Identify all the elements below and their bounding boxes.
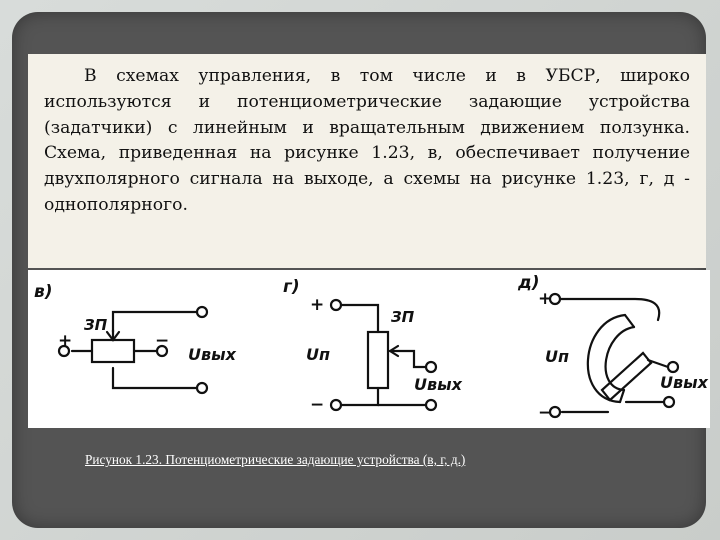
label-d-out: Uвых — [660, 373, 709, 392]
diagram-v — [57, 305, 209, 395]
label-g-tag: г) — [283, 277, 300, 297]
label-g-supply: Uп — [306, 345, 330, 364]
label-g-plus: + — [310, 295, 324, 315]
label-d-plus: + — [538, 289, 552, 309]
diagram-g — [329, 298, 438, 412]
diagram-d — [548, 292, 680, 419]
label-v-plus: + — [58, 331, 72, 351]
text-block: В схемах управления, в том числе и в УБС… — [28, 54, 706, 268]
label-g-minus: − — [310, 395, 324, 415]
label-v-tag: в) — [34, 282, 53, 302]
figure-caption: Рисунок 1.23. Потенциометрические задающ… — [85, 452, 466, 467]
label-g-out: Uвых — [414, 375, 463, 394]
label-v-minus: − — [155, 331, 169, 351]
label-d-tag: д) — [517, 273, 540, 293]
figure-1-23: в) ЗП + − Uвых г) + − ЗП Uп Uвых д) + − … — [28, 270, 710, 428]
label-d-supply: Uп — [545, 347, 569, 366]
label-g-device: ЗП — [391, 308, 415, 326]
label-v-out: Uвых — [188, 345, 237, 364]
body-paragraph: В схемах управления, в том числе и в УБС… — [44, 66, 690, 215]
label-d-minus: − — [538, 403, 552, 423]
label-v-device: ЗП — [84, 316, 108, 334]
circuit-diagrams: в) ЗП + − Uвых г) + − ЗП Uп Uвых д) + − … — [34, 273, 709, 423]
content-panel: В схемах управления, в том числе и в УБС… — [12, 12, 710, 528]
